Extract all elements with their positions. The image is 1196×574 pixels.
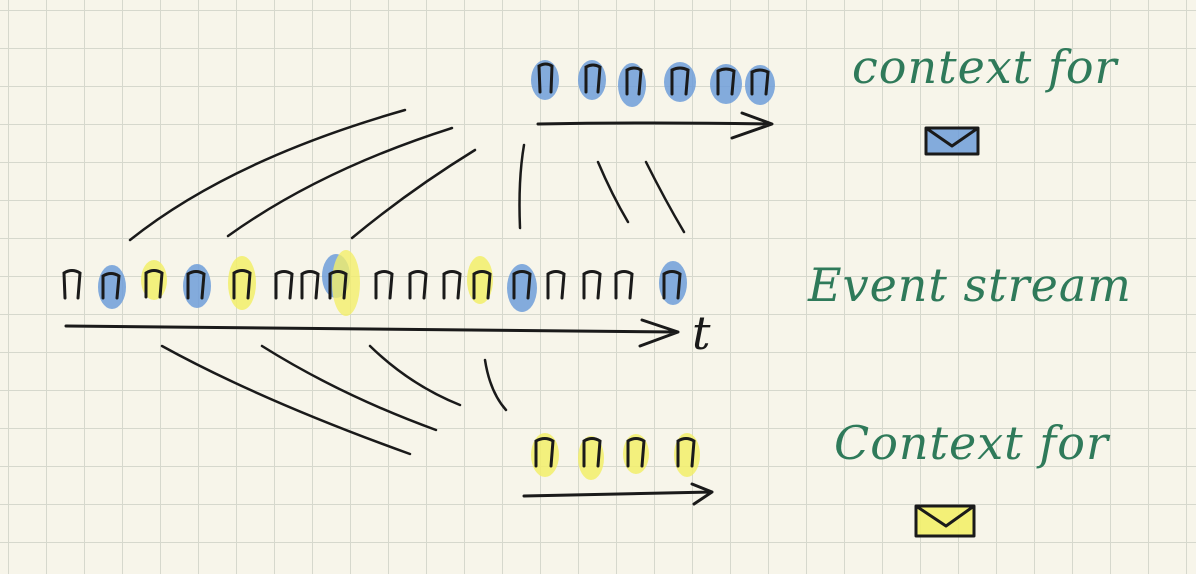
event-glyph	[186, 270, 206, 300]
event-glyph	[537, 62, 554, 94]
event-stream	[62, 250, 687, 348]
event-glyph	[582, 437, 602, 468]
event-glyph	[584, 63, 602, 94]
envelope-blue-icon	[924, 126, 980, 156]
event-glyph	[232, 269, 252, 300]
yellow-highlight	[228, 256, 256, 310]
event-glyph	[472, 270, 492, 300]
event-glyph	[62, 269, 82, 300]
blue-highlight	[531, 60, 559, 100]
event-glyph	[582, 270, 602, 300]
event-glyph	[614, 270, 634, 300]
time-axis-label: t	[692, 306, 711, 360]
event-glyph	[670, 66, 690, 96]
event-glyph	[512, 270, 532, 300]
event-glyph	[676, 437, 696, 468]
blue-highlight	[618, 63, 646, 107]
top-context-events	[531, 60, 775, 140]
event-glyph	[750, 68, 770, 96]
event-glyph	[300, 270, 320, 300]
top-connections	[128, 108, 686, 242]
envelope-yellow-icon	[914, 504, 976, 538]
event-glyph	[534, 437, 555, 468]
top-context-label: context for	[852, 40, 1118, 94]
event-glyph	[408, 270, 428, 300]
event-glyph	[374, 270, 394, 300]
time-axis-arrow	[64, 318, 680, 348]
bottom-time-arrow	[522, 482, 714, 506]
event-glyph	[625, 66, 643, 96]
event-glyph	[144, 269, 164, 299]
event-glyph	[274, 270, 294, 300]
bottom-connections	[160, 344, 508, 456]
bottom-context-label: Context for	[834, 416, 1109, 470]
event-glyph	[626, 437, 646, 468]
event-glyph	[662, 270, 682, 300]
event-stream-label: Event stream	[808, 258, 1132, 312]
event-glyph	[546, 270, 566, 300]
event-glyph	[442, 270, 462, 300]
bottom-context-events	[522, 433, 714, 506]
event-glyph	[101, 272, 121, 300]
event-glyph	[716, 67, 736, 96]
top-time-arrow	[536, 111, 774, 140]
event-glyph	[328, 270, 348, 300]
